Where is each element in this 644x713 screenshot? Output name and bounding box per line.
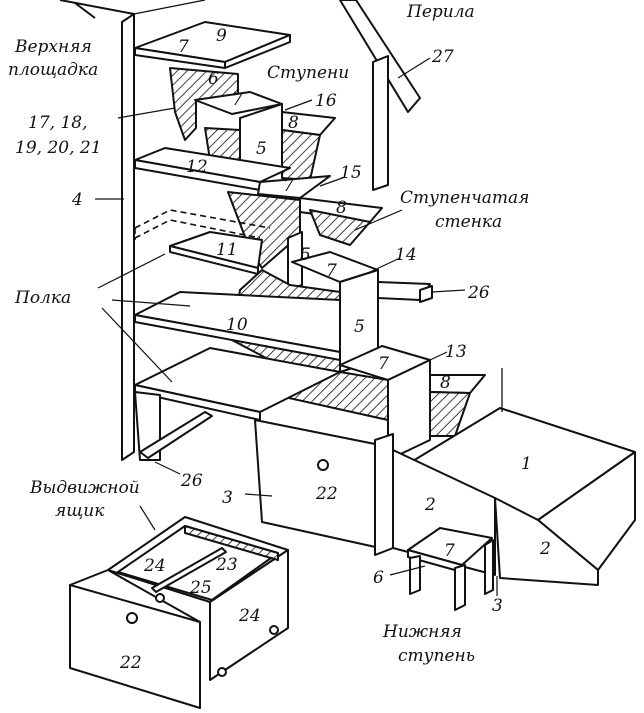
shelf-11 xyxy=(169,231,263,275)
part-number: 6 xyxy=(373,568,384,588)
label-railing: Перила xyxy=(406,2,475,22)
part-number: 11 xyxy=(216,240,238,260)
label-top-landing-1: Верхняя xyxy=(14,37,92,57)
label-stepped-wall-1: Ступенчатая xyxy=(400,188,529,208)
part-number: 23 xyxy=(215,555,238,575)
label-range-2: 19, 20, 21 xyxy=(15,138,102,158)
part-number: 24 xyxy=(143,556,166,576)
part-number: 16 xyxy=(315,91,337,111)
part-number: 5 xyxy=(300,245,311,265)
drawer-rail xyxy=(139,411,213,459)
label-shelf: Полка xyxy=(14,288,71,308)
part-number: 10 xyxy=(226,315,248,335)
label-range-1: 17, 18, xyxy=(28,113,87,133)
wall-post xyxy=(59,0,206,461)
part-number: 1 xyxy=(521,454,532,474)
hidden-edges xyxy=(134,209,271,240)
part-number: 8 xyxy=(288,113,299,133)
part-number: 7 xyxy=(283,176,294,196)
part-number: 13 xyxy=(445,342,467,362)
part-number: 4 xyxy=(71,190,83,210)
label-top-landing-2: площадка xyxy=(8,60,98,80)
part-number: 12 xyxy=(186,157,208,177)
text-labels: Перила Верхняя площадка Ступени 17, 18, … xyxy=(8,2,529,666)
label-steps: Ступени xyxy=(267,63,349,83)
label-stepped-wall-2: стенка xyxy=(435,212,502,232)
label-drawer-1: Выдвижной xyxy=(29,478,140,498)
part-number: 5 xyxy=(354,317,365,337)
part-number: 3 xyxy=(222,488,233,508)
part-number: 7 xyxy=(326,261,337,281)
part-numbers: 9 7 6 7 16 8 5 12 7 15 8 4 11 5 7 14 26 … xyxy=(71,26,551,673)
part-number: 22 xyxy=(315,484,338,504)
part-number: 26 xyxy=(467,283,490,303)
label-bottom-step-1: Нижняя xyxy=(382,622,462,642)
part-number: 7 xyxy=(444,541,455,561)
base-shelf xyxy=(134,347,341,461)
part-number: 2 xyxy=(424,495,436,515)
part-number: 7 xyxy=(178,37,189,57)
label-bottom-step-2: ступень xyxy=(398,646,475,666)
top-step xyxy=(134,21,291,141)
part-number: 3 xyxy=(492,596,503,616)
part-number: 2 xyxy=(539,539,551,559)
part-number: 14 xyxy=(395,245,417,265)
part-number: 22 xyxy=(119,653,142,673)
part-number: 7 xyxy=(378,354,389,374)
railing xyxy=(339,0,421,191)
part-number: 27 xyxy=(431,47,454,67)
part-number: 26 xyxy=(180,471,203,491)
shelf-12 xyxy=(134,147,383,269)
part-number: 5 xyxy=(256,139,267,159)
part-number: 8 xyxy=(440,373,451,393)
pulled-drawer xyxy=(69,516,289,709)
part-number: 15 xyxy=(340,163,362,183)
part-number: 9 xyxy=(216,26,227,46)
part-number: 25 xyxy=(189,578,212,598)
part-number: 7 xyxy=(232,90,243,110)
shelf-10 xyxy=(134,291,341,361)
bottom-step xyxy=(407,527,494,611)
label-drawer-2: ящик xyxy=(55,501,105,521)
part-number: 8 xyxy=(336,198,347,218)
leader-lines xyxy=(95,57,498,596)
part-number: 24 xyxy=(238,606,261,626)
part-number: 6 xyxy=(208,69,219,89)
